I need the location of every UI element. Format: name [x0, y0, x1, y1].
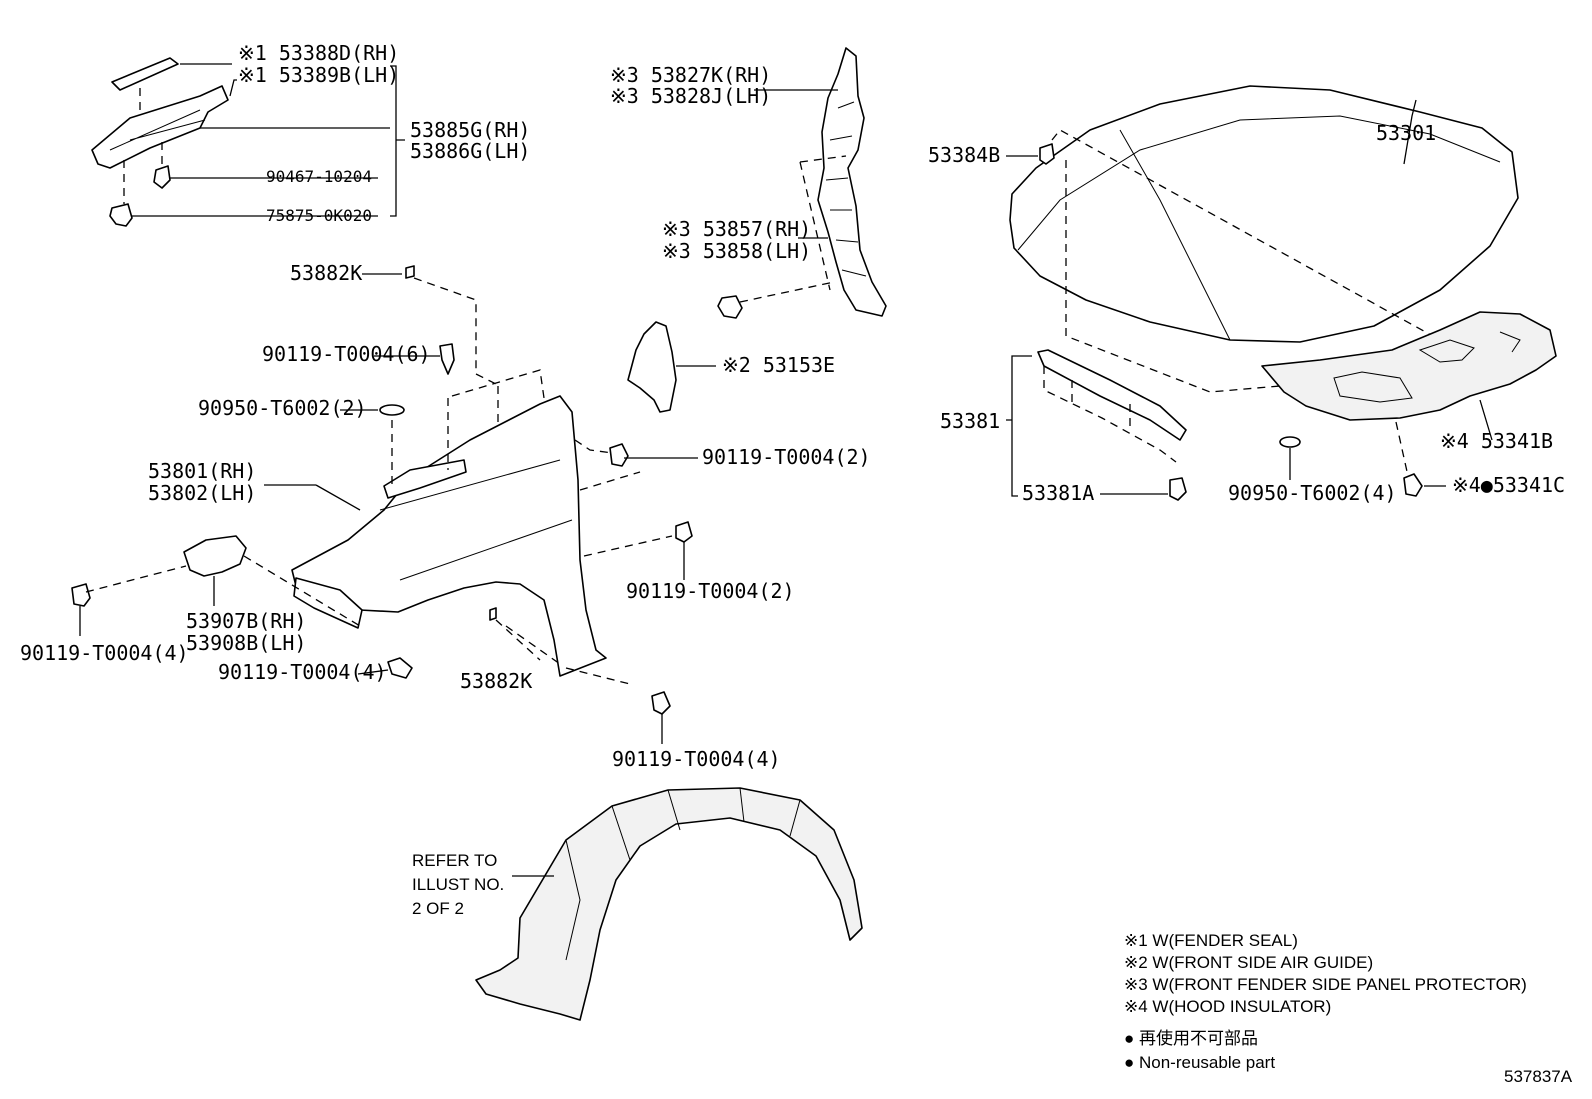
label-fender-lh: 53802(LH) [148, 481, 256, 505]
fender-bracket-part[interactable] [183, 535, 247, 577]
hood-cushion-part[interactable] [1039, 143, 1055, 165]
label-insulator: ※4 53341B [1440, 429, 1553, 453]
hood-seal-group: 53381 53381A [940, 349, 1187, 505]
diagram-id: 537837A [1504, 1067, 1573, 1086]
label-bolt-4b: 90119-T0004(4) [218, 660, 387, 684]
clip-90467-part[interactable] [153, 165, 171, 189]
label-insulator-clip: ※4●53341C [1452, 473, 1565, 497]
clip-75875-part[interactable] [109, 203, 133, 227]
note-3: ※3 W(FRONT FENDER SIDE PANEL PROTECTOR) [1124, 975, 1527, 994]
fender-bracket-group: 53907B(RH) 53908B(LH) 90119-T0004(4) 901… [20, 535, 781, 771]
bolt-4a-part[interactable] [71, 583, 91, 607]
insulator-clip-part[interactable] [1403, 473, 1423, 497]
label-bolt-2b: 90119-T0004(2) [626, 579, 795, 603]
cushion-top-part[interactable] [405, 265, 415, 279]
fender-front-tab [293, 577, 363, 629]
bolt-6-part[interactable] [439, 343, 455, 375]
protector-clip[interactable] [717, 295, 743, 319]
plug-2-part[interactable] [379, 404, 405, 416]
refer-line-2: ILLUST NO. [412, 875, 504, 894]
hood-insulator-part[interactable] [1261, 311, 1557, 421]
fender-group: 90119-T0004(6) 90950-T6002(2) 53882K 538… [148, 261, 673, 693]
label-fender-seal-rh: ※1 53388D(RH) [238, 41, 399, 65]
bolt-4b-part[interactable] [387, 657, 413, 679]
note-2: ※2 W(FRONT SIDE AIR GUIDE) [1124, 953, 1373, 972]
note-4: ※4 W(HOOD INSULATOR) [1124, 997, 1331, 1016]
fender-liner-part[interactable] [475, 787, 863, 1021]
bolt-2b-part[interactable] [675, 521, 693, 543]
label-bolt-6: 90119-T0004(6) [262, 342, 431, 366]
fender-flange [383, 459, 467, 499]
label-panel-protector-rh: ※3 53857(RH) [662, 217, 811, 241]
label-bolt-2a: 90119-T0004(2) [702, 445, 871, 469]
label-seal-retainer-rh: 53885G(RH) [410, 118, 530, 142]
hood-part[interactable] [1009, 85, 1519, 343]
label-hood-seal-clip: 53381A [1022, 481, 1094, 505]
label-bolt-4c: 90119-T0004(4) [612, 747, 781, 771]
front-fender-part[interactable] [291, 395, 607, 677]
label-seal-retainer-lh: 53886G(LH) [410, 139, 530, 163]
label-bolt-4a: 90119-T0004(4) [20, 641, 189, 665]
label-plug-4: 90950-T6002(4) [1228, 481, 1397, 505]
refer-line-1: REFER TO [412, 851, 497, 870]
label-protector-rh: ※3 53827K(RH) [610, 63, 771, 87]
label-bracket-rh: 53907B(RH) [186, 609, 306, 633]
label-hood-cushion: 53384B [928, 143, 1000, 167]
hood-insulator-group: ※4 53341B 90950-T6002(4) ※4●53341C [1228, 311, 1565, 505]
air-guide-part[interactable] [627, 321, 677, 413]
label-hood-seal: 53381 [940, 409, 1000, 433]
legend-non-reusable-en: ● Non-reusable part [1124, 1053, 1275, 1072]
note-1: ※1 W(FENDER SEAL) [1124, 931, 1298, 950]
label-fender-rh: 53801(RH) [148, 459, 256, 483]
side-panel-protector-group: ※3 53827K(RH) ※3 53828J(LH) ※3 53857(RH)… [610, 47, 887, 319]
bolt-2a-part[interactable] [609, 443, 629, 467]
label-cushion-top: 53882K [290, 261, 362, 285]
fender-seal-strip[interactable] [111, 57, 179, 91]
side-panel-protector-part[interactable] [817, 47, 887, 317]
hood-group: 53301 53384B [928, 85, 1519, 393]
label-bracket-lh: 53908B(LH) [186, 631, 306, 655]
hood-seal-clip-part[interactable] [1169, 477, 1187, 501]
label-clip-90467: 90467-10204 [266, 167, 372, 186]
label-plug-2: 90950-T6002(2) [198, 396, 367, 420]
label-hood: 53301 [1376, 121, 1436, 145]
plug-4-part[interactable] [1279, 436, 1301, 448]
label-cushion-bottom: 53882K [460, 669, 532, 693]
fender-seal-retainer[interactable] [91, 85, 229, 169]
label-protector-lh: ※3 53828J(LH) [610, 84, 771, 108]
legend-non-reusable-jp: ● 再使用不可部品 [1124, 1028, 1258, 1048]
label-air-guide: ※2 53153E [722, 353, 835, 377]
notes-legend: ※1 W(FENDER SEAL) ※2 W(FRONT SIDE AIR GU… [1124, 931, 1573, 1086]
label-panel-protector-lh: ※3 53858(LH) [662, 239, 811, 263]
label-clip-75875: 75875-0K020 [266, 206, 372, 225]
bolt-4c-part[interactable] [651, 691, 671, 715]
cushion-bottom-part[interactable] [489, 607, 497, 621]
fender-seal-group: ※1 53388D(RH) ※1 53389B(LH) 53885G(RH) 5… [91, 41, 530, 227]
refer-line-3: 2 OF 2 [412, 899, 464, 918]
air-guide-group: ※2 53153E 90119-T0004(2) 90119-T0004(2) [609, 321, 871, 603]
fender-liner-group: REFER TO ILLUST NO. 2 OF 2 [412, 787, 863, 1021]
hood-seal-part[interactable] [1037, 349, 1187, 441]
label-fender-seal-lh: ※1 53389B(LH) [238, 63, 399, 87]
